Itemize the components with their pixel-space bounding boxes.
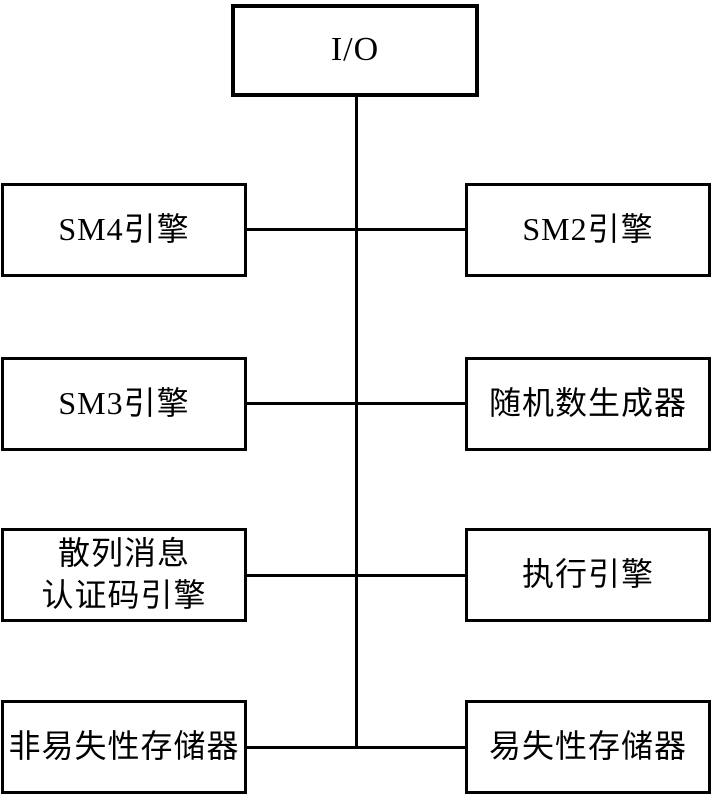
box-volatile-memory-label: 易失性存储器 [488, 728, 687, 765]
box-execution-engine-label: 执行引擎 [521, 556, 654, 593]
box-hash-mac-engine-label: 散列消息 认证码引擎 [41, 535, 207, 613]
box-io-label: I/O [330, 31, 380, 69]
box-nonvolatile-memory: 非易失性存储器 [1, 700, 247, 794]
connector-line-row4 [246, 746, 466, 749]
box-random-number-generator-label: 随机数生成器 [488, 385, 687, 422]
box-execution-engine: 执行引擎 [465, 528, 711, 622]
box-sm2-engine-label: SM2引擎 [522, 211, 654, 248]
box-hash-mac-engine: 散列消息 认证码引擎 [1, 528, 247, 622]
box-sm2-engine: SM2引擎 [465, 183, 711, 277]
box-sm3-engine: SM3引擎 [1, 357, 247, 451]
box-random-number-generator: 随机数生成器 [465, 357, 711, 451]
box-io: I/O [231, 4, 479, 97]
box-sm4-engine-label: SM4引擎 [58, 211, 190, 248]
bus-line-vertical [355, 97, 358, 749]
connector-line-row2 [246, 402, 466, 405]
box-volatile-memory: 易失性存储器 [465, 700, 711, 794]
box-nonvolatile-memory-label: 非易失性存储器 [8, 728, 240, 765]
box-sm4-engine: SM4引擎 [1, 183, 247, 277]
connector-line-row3 [246, 574, 466, 577]
connector-line-row1 [246, 228, 466, 231]
box-sm3-engine-label: SM3引擎 [58, 385, 190, 422]
